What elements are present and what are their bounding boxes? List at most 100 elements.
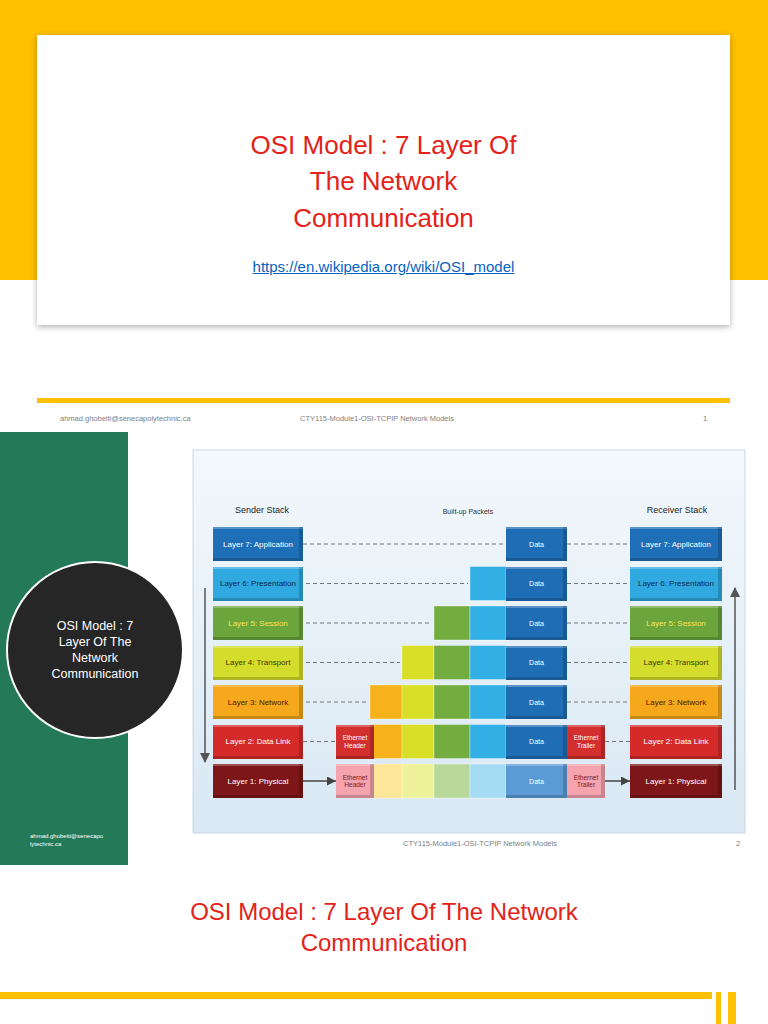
- dashed-connector: [567, 583, 630, 584]
- ethernet-label: Ethernet Header: [340, 734, 370, 749]
- sender-layer-box: Layer 2: Data Link: [213, 725, 303, 759]
- ethernet-header: Ethernet Header: [336, 725, 374, 759]
- ethernet-trailer: Ethernet Trailer: [567, 764, 605, 798]
- dashed-leader: [306, 583, 468, 584]
- data-label: Data: [529, 699, 544, 706]
- stack-heading: Receiver Stack: [527, 505, 768, 517]
- bottom-rule: [0, 992, 712, 999]
- sender-layer-box: Layer 5: Session: [213, 606, 303, 640]
- data-block: Data: [506, 606, 567, 640]
- data-block: Data: [506, 527, 567, 561]
- dashed-connector: [567, 702, 630, 703]
- packet-block: [434, 725, 470, 759]
- receiver-layer-box: Layer 4: Transport: [630, 646, 722, 680]
- sender-layer-box: Layer 3: Network: [213, 685, 303, 719]
- up-arrow: [734, 588, 736, 790]
- packet-block: [434, 685, 470, 719]
- title-card: OSI Model : 7 Layer Of The Network Commu…: [37, 35, 730, 325]
- packet-block: [370, 725, 402, 759]
- bottom-bar: [716, 992, 721, 1024]
- slide-title: OSI Model : 7 Layer Of The Network Commu…: [234, 127, 534, 236]
- footer-course: CTY115-Module1-OSI-TCPIP Network Models: [330, 839, 630, 849]
- dashed-connector: [567, 662, 630, 663]
- dashed-connector: [303, 544, 506, 545]
- data-label: Data: [529, 738, 544, 745]
- receiver-layer-box: Layer 5: Session: [630, 606, 722, 640]
- source-link: https://en.wikipedia.org/wiki/OSI_model: [253, 258, 515, 275]
- circle-shape: [7, 562, 183, 738]
- packet-block: [370, 685, 402, 719]
- side-panel: ahmad.ghobeiti@senecapo lytechnic.caOSI …: [0, 432, 128, 865]
- ethernet-label: Ethernet Trailer: [571, 774, 601, 789]
- packet-block: [470, 646, 506, 680]
- layer-name: Layer 2: Data Link: [226, 737, 291, 746]
- slide-heading: OSI Model : 7 Layer Of The Network Commu…: [184, 896, 584, 958]
- dashed-connector: [567, 623, 630, 624]
- layer-name: Layer 5: Session: [228, 619, 288, 628]
- ethernet-label: Ethernet Header: [340, 774, 370, 789]
- ethernet-label: Ethernet Trailer: [571, 734, 601, 749]
- layer-name: Layer 7: Application: [641, 540, 711, 549]
- dashed-connector: [303, 741, 336, 742]
- sender-layer-box: Layer 4: Transport: [213, 646, 303, 680]
- packet-block: [402, 646, 434, 680]
- data-label: Data: [529, 659, 544, 666]
- sender-layer-box: Layer 1: Physical: [213, 764, 303, 798]
- packet-block: [470, 606, 506, 640]
- footer-course: CTY115-Module1-OSI-TCPIP Network Models: [227, 414, 527, 424]
- data-label: Data: [529, 620, 544, 627]
- ethernet-header: Ethernet Header: [336, 764, 374, 798]
- data-label: Data: [529, 778, 544, 785]
- footer-email: ahmad.ghobeiti@senecapolytechnic.ca: [60, 414, 191, 424]
- footer-rule: [37, 398, 730, 403]
- data-block: Data: [506, 725, 567, 759]
- page-number: 2: [736, 839, 740, 849]
- packet-block: [402, 685, 434, 719]
- title-circle: OSI Model : 7 Layer Of The Network Commu…: [5, 560, 185, 740]
- arrow-connector: [303, 780, 336, 782]
- packet-block: [402, 764, 434, 798]
- page-number: 1: [703, 414, 707, 424]
- receiver-layer-box: Layer 3: Network: [630, 685, 722, 719]
- layer-name: Layer 4: Transport: [226, 658, 291, 667]
- packet-block: [470, 567, 506, 601]
- receiver-layer-box: Layer 6: Presentation: [630, 567, 722, 601]
- dashed-leader: [306, 623, 432, 624]
- ethernet-trailer: Ethernet Trailer: [567, 725, 605, 759]
- layer-name: Layer 1: Physical: [228, 777, 289, 786]
- data-block: Data: [506, 646, 567, 680]
- stack-heading: Sender Stack: [112, 505, 412, 517]
- packet-block: [470, 764, 506, 798]
- stack-heading: Built-up Packets: [318, 507, 618, 516]
- down-arrow: [204, 588, 206, 762]
- packet-block: [470, 685, 506, 719]
- data-block: Data: [506, 764, 567, 798]
- sender-layer-box: Layer 7: Application: [213, 527, 303, 561]
- layer-name: Layer 3: Network: [646, 698, 706, 707]
- data-label: Data: [529, 580, 544, 587]
- layer-name: Layer 4: Transport: [644, 658, 709, 667]
- bottom-bar: [728, 992, 736, 1024]
- layer-name: Layer 2: Data Link: [644, 737, 709, 746]
- dashed-leader: [306, 702, 368, 703]
- sender-layer-box: Layer 6: Presentation: [213, 567, 303, 601]
- packet-block: [370, 764, 402, 798]
- data-block: Data: [506, 567, 567, 601]
- packet-block: [434, 646, 470, 680]
- dashed-connector: [605, 741, 630, 742]
- layer-name: Layer 3: Network: [228, 698, 288, 707]
- dashed-leader: [306, 662, 400, 663]
- arrow-connector: [605, 780, 630, 782]
- packet-block: [402, 725, 434, 759]
- layer-name: Layer 5: Session: [646, 619, 706, 628]
- layer-name: Layer 6: Presentation: [638, 579, 714, 588]
- receiver-layer-box: Layer 2: Data Link: [630, 725, 722, 759]
- layer-name: Layer 1: Physical: [646, 777, 707, 786]
- dashed-connector: [567, 544, 630, 545]
- layer-name: Layer 7: Application: [223, 540, 293, 549]
- packet-block: [434, 606, 470, 640]
- packet-block: [434, 764, 470, 798]
- packet-block: [470, 725, 506, 759]
- layer-name: Layer 6: Presentation: [220, 579, 296, 588]
- author-email: ahmad.ghobeiti@senecapo lytechnic.ca: [30, 833, 120, 849]
